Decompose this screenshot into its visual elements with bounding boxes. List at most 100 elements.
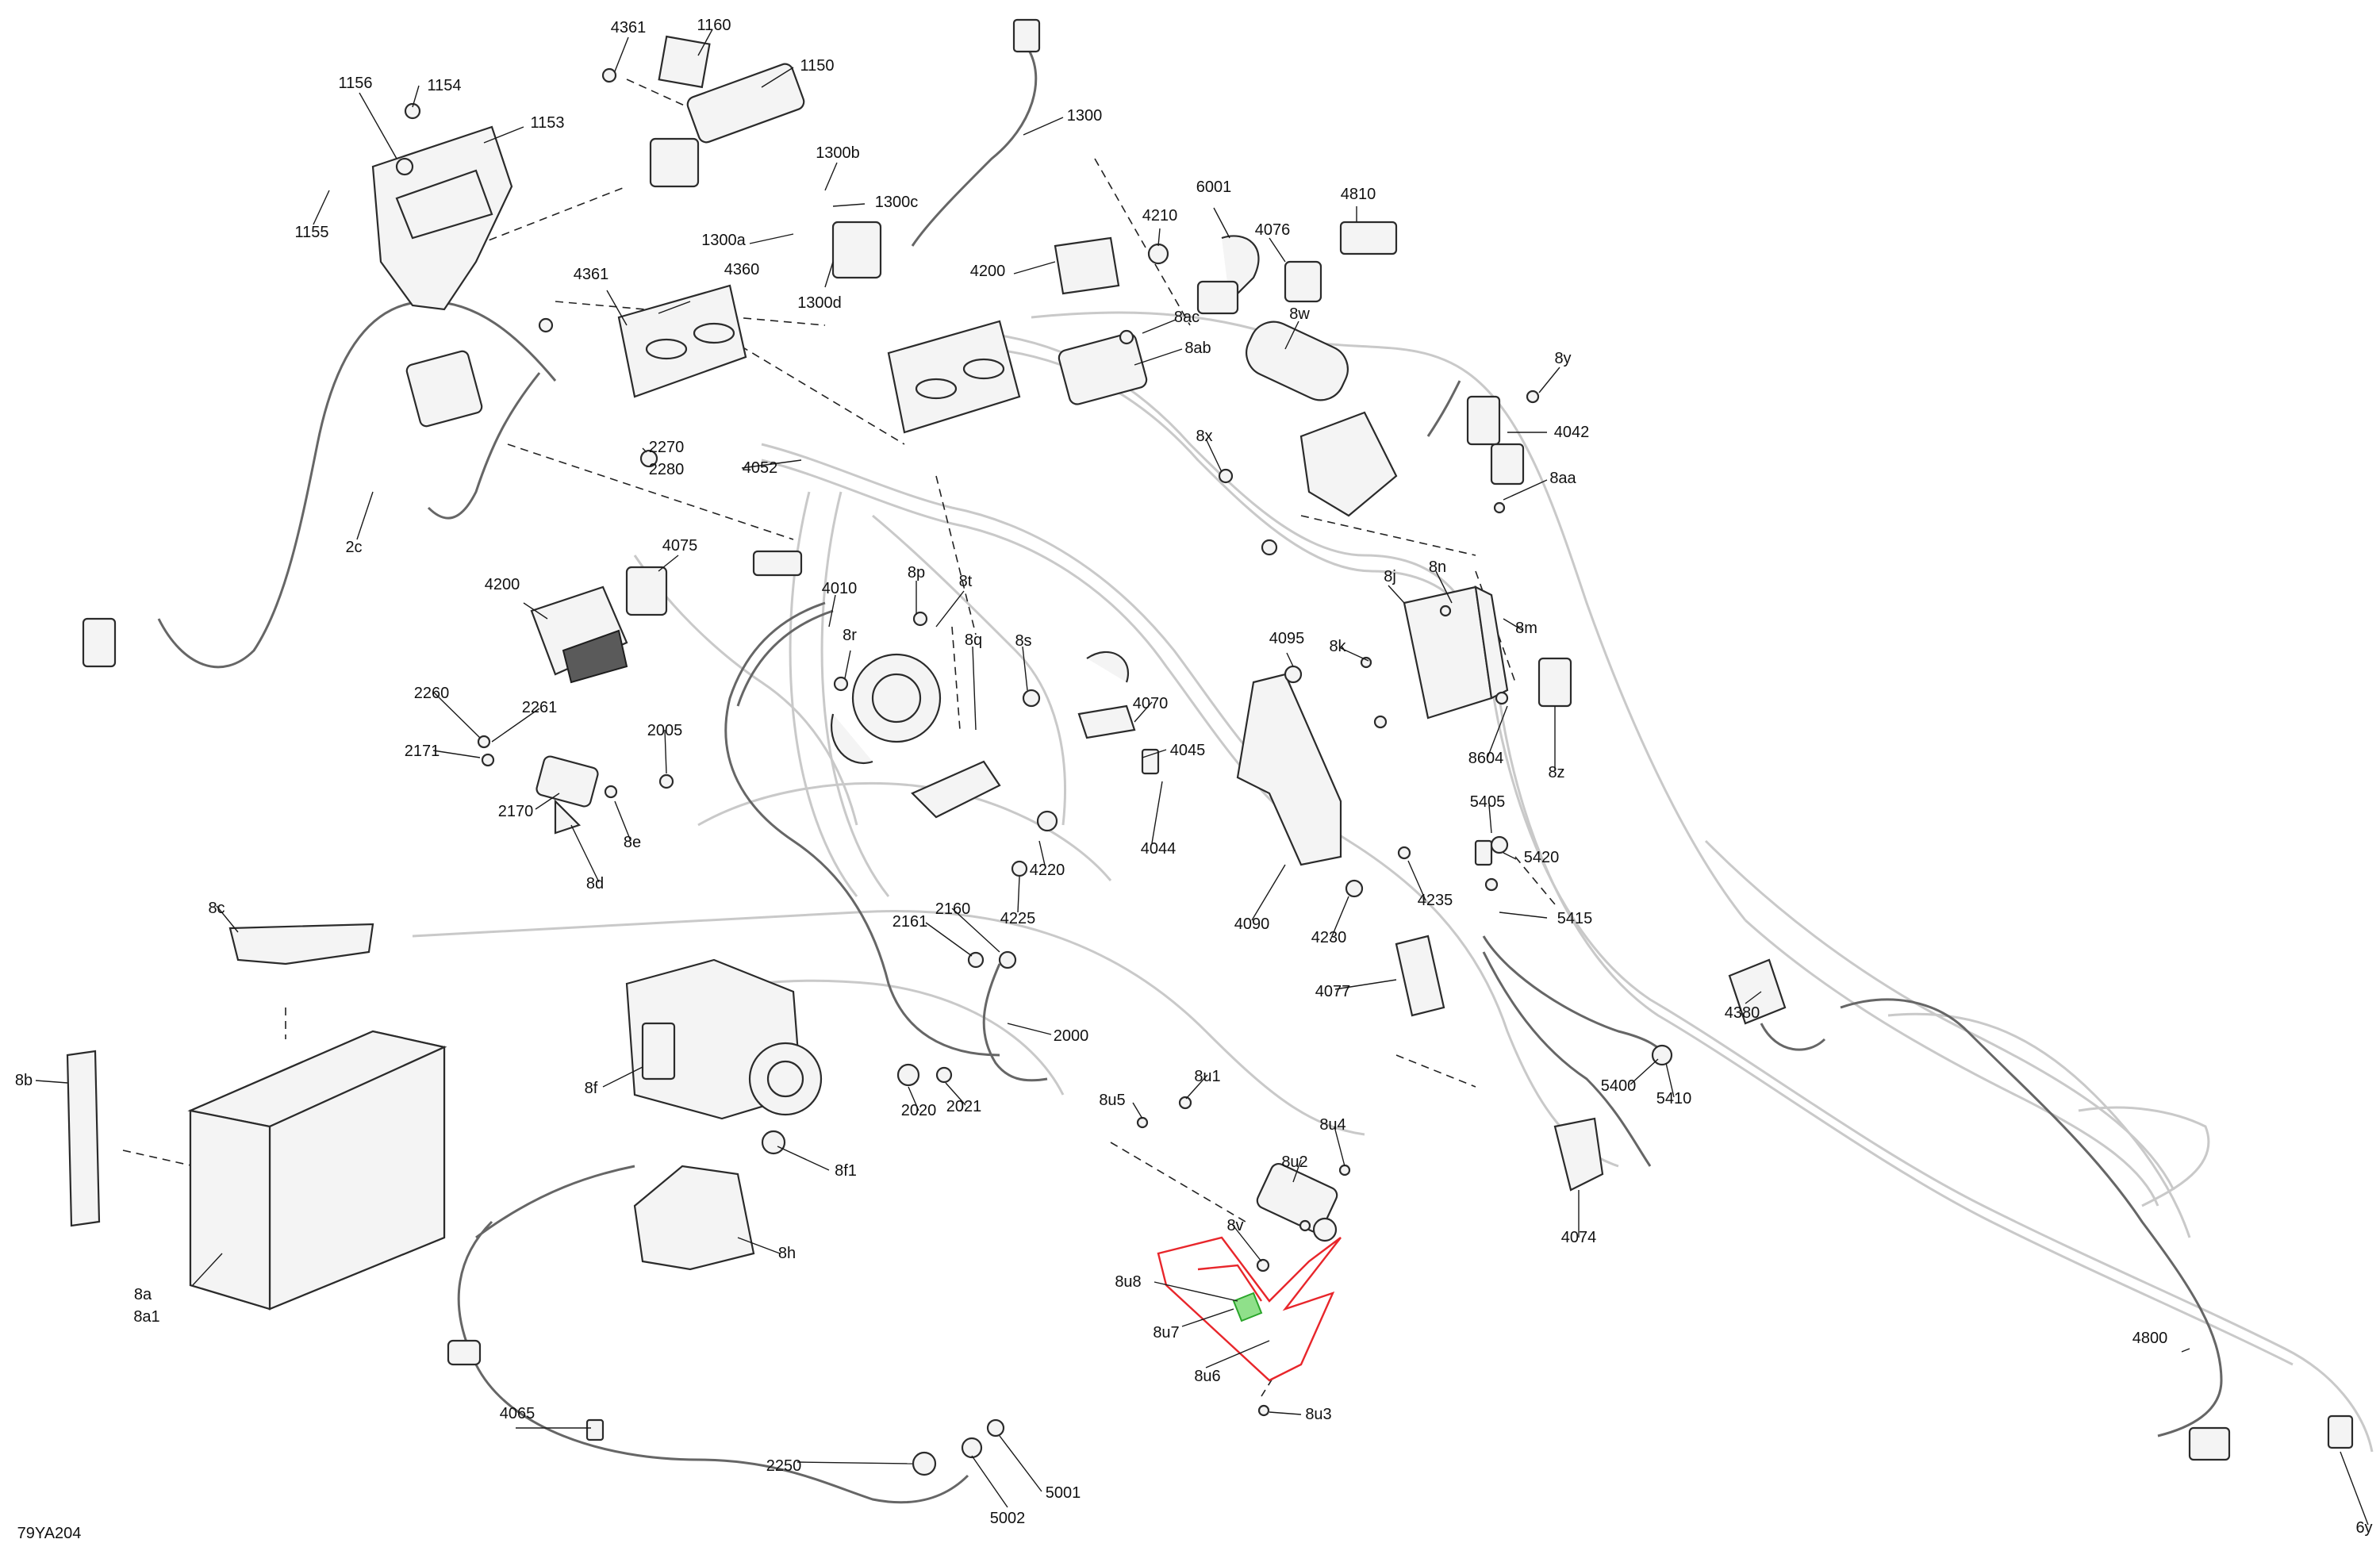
callout-4225: 4225 <box>1000 910 1036 927</box>
callout-8ab: 8ab <box>1184 340 1211 357</box>
callout-4230: 4230 <box>1311 929 1347 946</box>
callout-2260: 2260 <box>413 685 450 702</box>
sensor-1150 <box>649 35 805 188</box>
callout-4077: 4077 <box>1315 983 1351 1000</box>
callout-8y: 8y <box>1554 350 1572 367</box>
callout-8f1: 8f1 <box>835 1162 857 1180</box>
bracket-4090 <box>1236 665 1342 866</box>
callout-8604: 8604 <box>1468 750 1504 767</box>
callout-8v: 8v <box>1226 1217 1244 1234</box>
callout-8u3: 8u3 <box>1305 1406 1332 1423</box>
cable-2000 <box>896 950 1048 1087</box>
callout-1300b: 1300b <box>816 144 860 162</box>
callout-8b: 8b <box>14 1072 33 1089</box>
callout-2021: 2021 <box>946 1098 982 1115</box>
callout-8u6: 8u6 <box>1194 1368 1221 1385</box>
horn-8q <box>831 653 1001 819</box>
callout-8f: 8f <box>584 1080 598 1097</box>
callout-8u7: 8u7 <box>1153 1324 1180 1341</box>
connector-4042 <box>1466 395 1525 486</box>
callout-2160: 2160 <box>935 900 971 918</box>
callout-4810: 4810 <box>1340 186 1376 203</box>
callout-8r: 8r <box>843 627 857 644</box>
callout-8p: 8p <box>907 564 926 582</box>
callout-6001: 6001 <box>1196 178 1232 196</box>
battery-8a <box>187 1030 447 1311</box>
callout-8q: 8q <box>964 631 983 649</box>
callout-1300c: 1300c <box>874 194 919 211</box>
main-wiring-harness <box>412 311 2374 1453</box>
callout-4200-top: 4200 <box>969 263 1006 280</box>
callout-8c: 8c <box>208 900 225 917</box>
callout-8n: 8n <box>1428 558 1447 576</box>
callout-5001: 5001 <box>1045 1484 1081 1502</box>
callout-4076: 4076 <box>1254 221 1291 239</box>
callout-1155: 1155 <box>294 224 329 241</box>
parts-4075-4200 <box>530 550 803 684</box>
callout-8a: 8a <box>133 1286 152 1303</box>
parts-right-mid <box>1395 839 1787 1192</box>
callout-5400: 5400 <box>1600 1077 1637 1095</box>
callout-1154: 1154 <box>427 77 462 94</box>
callout-2161: 2161 <box>892 913 928 931</box>
callout-1300: 1300 <box>1066 107 1103 125</box>
callout-4075: 4075 <box>662 537 698 555</box>
callout-4095: 4095 <box>1269 630 1305 647</box>
callout-4052: 4052 <box>742 459 778 477</box>
callout-8a1: 8a1 <box>133 1308 160 1326</box>
callout-8x: 8x <box>1196 428 1213 445</box>
control-unit-8j <box>1403 585 1509 720</box>
parts-top-right <box>1054 221 1398 517</box>
fasteners <box>477 67 1540 1417</box>
callout-8u1: 8u1 <box>1194 1068 1221 1085</box>
callout-4090: 4090 <box>1234 915 1270 933</box>
callout-4800: 4800 <box>2132 1330 2168 1347</box>
callout-8m: 8m <box>1515 620 1537 637</box>
callout-2280: 2280 <box>648 461 685 478</box>
callout-1300a: 1300a <box>701 232 746 249</box>
callout-6y: 6y <box>2355 1519 2373 1537</box>
callout-1150: 1150 <box>800 57 835 75</box>
callout-5415: 5415 <box>1557 910 1593 927</box>
callout-5420: 5420 <box>1523 849 1560 866</box>
callout-8j: 8j <box>1384 568 1396 585</box>
callout-4042: 4042 <box>1553 424 1590 441</box>
callout-4361-mid: 4361 <box>573 266 609 283</box>
actuator-8u2 <box>1256 1162 1338 1242</box>
battery-holder-8c <box>228 923 374 965</box>
bracket-8h <box>633 1165 755 1271</box>
harness-connector-2c <box>82 350 483 668</box>
callout-5405: 5405 <box>1469 793 1506 811</box>
clips-8s-4070 <box>1022 651 1160 775</box>
strap-8b <box>66 1050 101 1227</box>
callout-8e: 8e <box>623 834 642 851</box>
callout-1153: 1153 <box>530 114 565 132</box>
callout-8w: 8w <box>1289 305 1310 323</box>
callout-4070: 4070 <box>1132 695 1169 712</box>
grommet-8f1 <box>761 1130 786 1155</box>
callout-4210: 4210 <box>1142 207 1178 225</box>
connector-1300 <box>831 18 1041 279</box>
callout-4380: 4380 <box>1724 1004 1760 1022</box>
callout-8u2: 8u2 <box>1281 1153 1308 1171</box>
callout-4200-left: 4200 <box>484 576 520 593</box>
relay-2170 <box>536 755 599 835</box>
callout-4044: 4044 <box>1140 840 1177 858</box>
callout-5410: 5410 <box>1656 1090 1692 1107</box>
diagram-id: 79YA204 <box>17 1525 82 1542</box>
clip-8u7-highlighted <box>1232 1292 1263 1322</box>
callout-4220: 4220 <box>1029 862 1065 879</box>
callout-2000: 2000 <box>1053 1027 1089 1045</box>
leader-lines <box>35 29 2369 1526</box>
callout-2171: 2171 <box>404 743 440 760</box>
callout-8s: 8s <box>1015 632 1032 650</box>
callout-8k: 8k <box>1329 638 1346 655</box>
module-bracket-1153 <box>371 102 513 311</box>
callout-4074: 4074 <box>1560 1229 1597 1246</box>
callout-2261: 2261 <box>521 699 558 716</box>
callout-1300d: 1300d <box>797 294 842 312</box>
callout-1156: 1156 <box>338 75 373 92</box>
callout-8u5: 8u5 <box>1099 1092 1126 1109</box>
callout-2170: 2170 <box>497 803 534 820</box>
